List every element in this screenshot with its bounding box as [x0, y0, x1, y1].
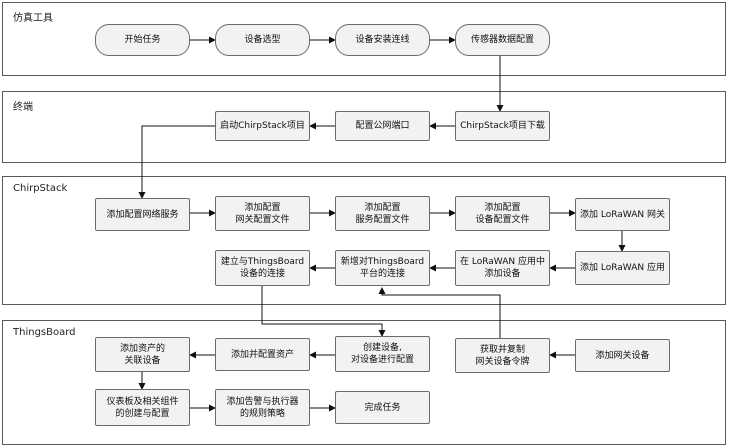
node-add-asset-device: 添加资产的 关联设备 — [95, 337, 190, 372]
node-add-device-in-app: 在 LoRaWAN 应用中 添加设备 — [455, 250, 550, 286]
node-alarm-rules: 添加告警与执行器 的规则策略 — [215, 389, 310, 426]
node-add-config-asset: 添加并配置资产 — [215, 338, 310, 371]
node-sensor-config: 传感器数据配置 — [455, 24, 550, 56]
node-start-task: 开始任务 — [95, 24, 190, 56]
node-build-tb-connection: 建立与ThingsBoard 设备的连接 — [215, 250, 310, 286]
lane-title-simulation-tools: 仿真工具 — [13, 13, 53, 24]
node-finish-task: 完成任务 — [335, 391, 430, 424]
lane-title-terminal: 终端 — [13, 102, 33, 113]
node-chirpstack-download: ChirpStack项目下载 — [455, 111, 550, 141]
node-dashboard: 仪表板及相关组件 的创建与配置 — [95, 389, 190, 426]
node-add-lorawan-app: 添加 LoRaWAN 应用 — [575, 251, 670, 285]
node-get-token: 获取并复制 网关设备令牌 — [455, 338, 550, 373]
lane-title-thingsboard: ThingsBoard — [13, 327, 76, 338]
node-gateway-profile: 添加配置 网关配置文件 — [215, 196, 310, 231]
node-create-device: 创建设备, 对设备进行配置 — [335, 336, 430, 372]
node-device-install: 设备安装连线 — [335, 24, 430, 56]
node-add-gateway-device: 添加网关设备 — [575, 339, 670, 372]
node-start-chirpstack: 启动ChirpStack项目 — [215, 111, 310, 141]
node-public-port: 配置公网端口 — [335, 111, 430, 141]
lane-title-chirpstack: ChirpStack — [13, 183, 68, 194]
node-service-profile: 添加配置 服务配置文件 — [335, 196, 430, 231]
node-device-selection: 设备选型 — [215, 24, 310, 56]
node-new-tb-connection: 新增对ThingsBoard 平台的连接 — [335, 250, 430, 286]
node-add-lorawan-gateway: 添加 LoRaWAN 网关 — [575, 198, 670, 231]
node-device-profile: 添加配置 设备配置文件 — [455, 196, 550, 231]
node-add-network-server: 添加配置网络服务 — [95, 198, 190, 231]
